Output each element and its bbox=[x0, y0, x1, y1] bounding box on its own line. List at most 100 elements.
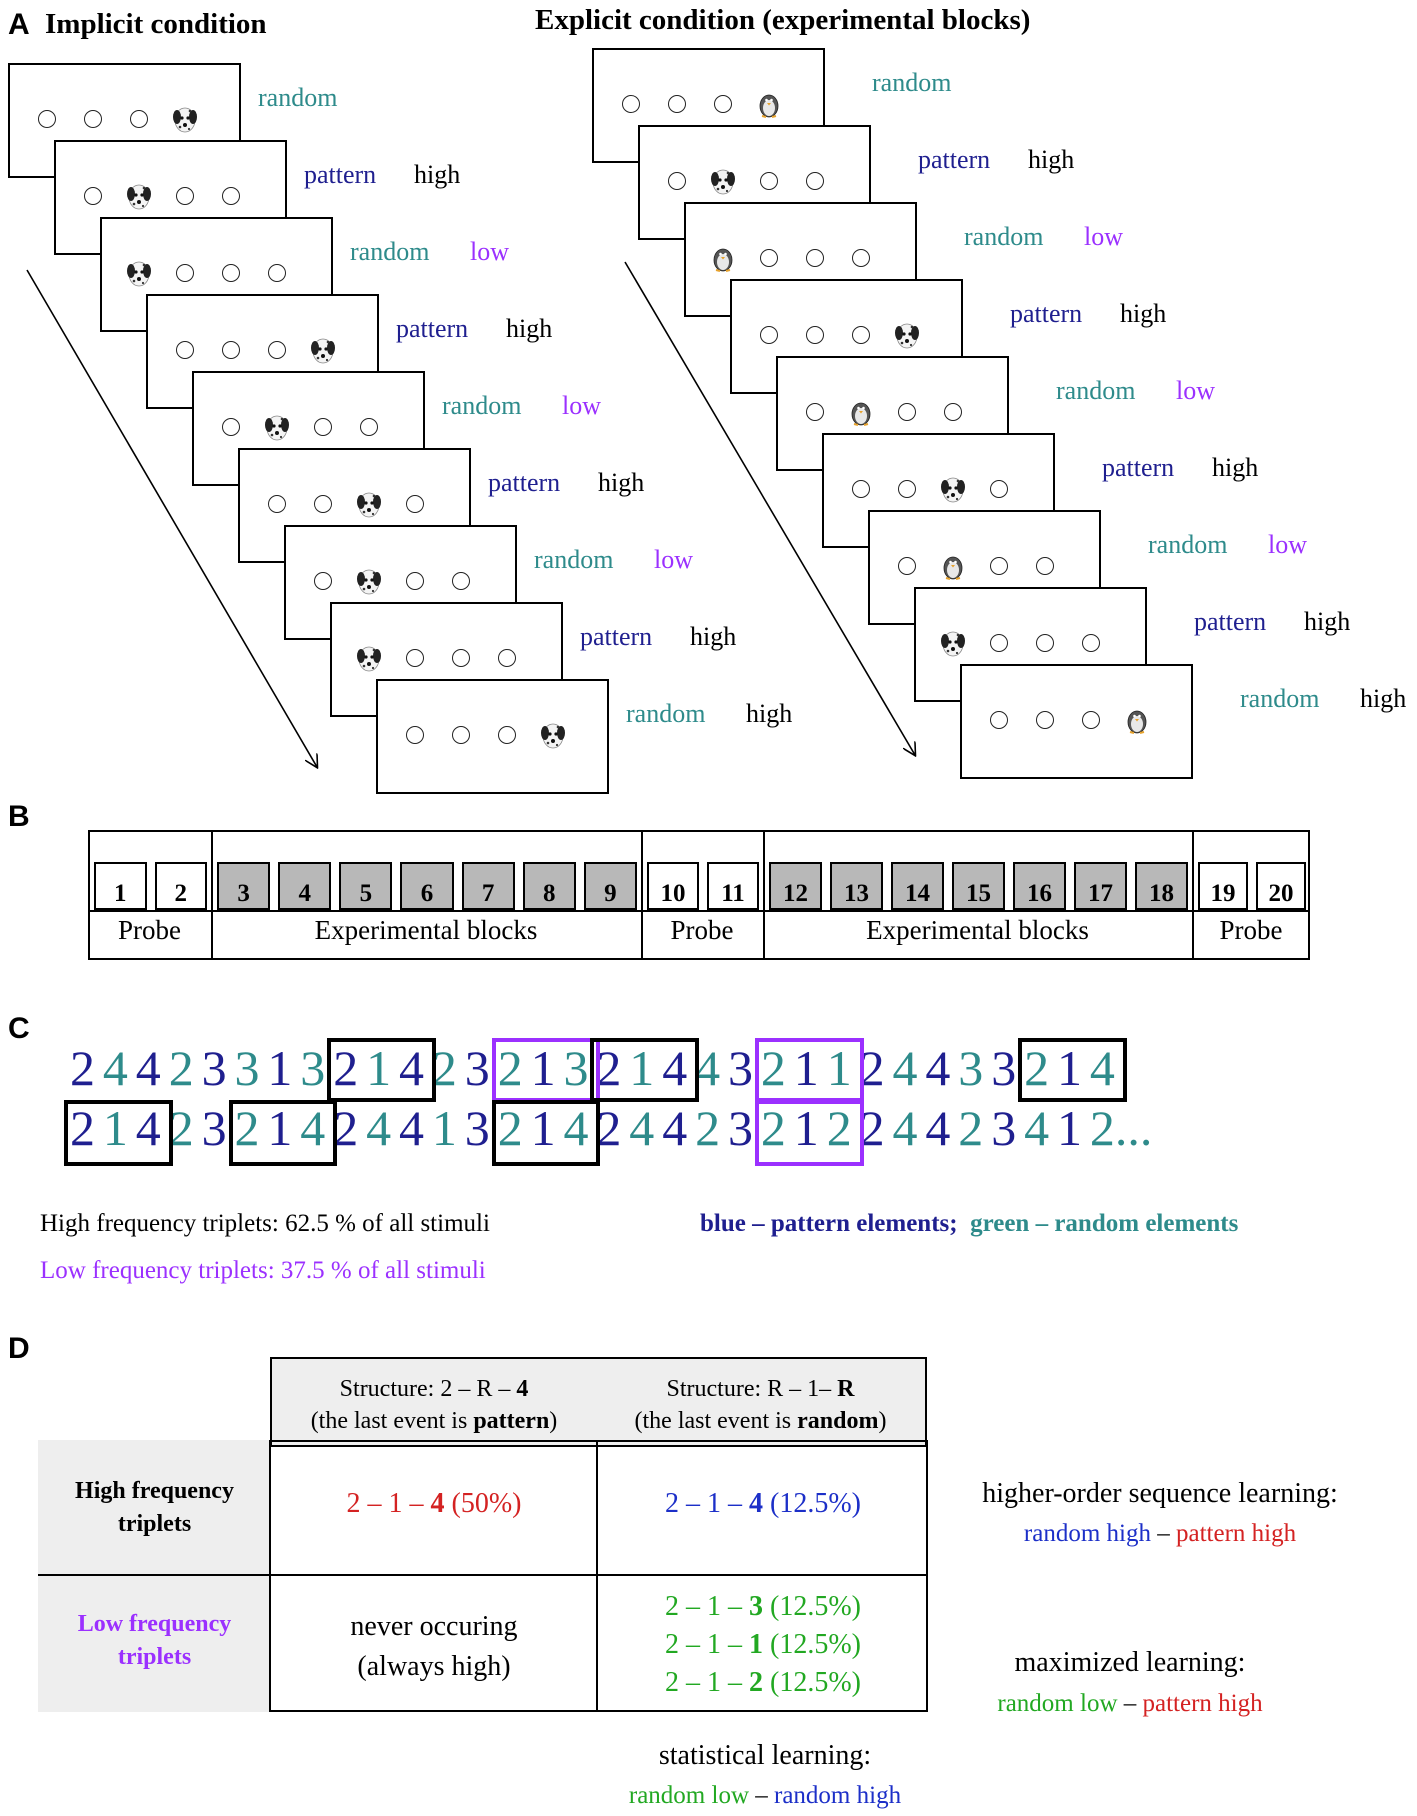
low-frequency-triplet-box bbox=[754, 1038, 864, 1102]
sequence-element: 4 bbox=[925, 1040, 951, 1096]
sequence-element: 4 bbox=[1089, 1040, 1115, 1096]
sequence-element: 3 bbox=[991, 1100, 1017, 1156]
sequence-element: 4 bbox=[135, 1100, 161, 1156]
dalmatian-stimulus-icon bbox=[170, 105, 200, 135]
trial-type-label: random bbox=[1148, 530, 1228, 559]
empty-circle-slot bbox=[852, 249, 870, 267]
triplet-frequency-label: high bbox=[1304, 607, 1351, 636]
sequence-element: 1 bbox=[366, 1040, 392, 1096]
empty-circle-slot bbox=[498, 726, 516, 744]
trial-type-label: random bbox=[626, 699, 706, 728]
header-pattern-l2a: (the last event is bbox=[310, 1408, 474, 1434]
sequence-element: 3 bbox=[234, 1040, 260, 1096]
empty-circle-slot bbox=[268, 495, 286, 513]
empty-circle-slot bbox=[990, 634, 1008, 652]
empty-circle-slot bbox=[1082, 634, 1100, 652]
empty-circle-slot bbox=[176, 341, 194, 359]
header-pattern-l1: Structure: 2 – R – bbox=[339, 1376, 517, 1402]
high-frequency-triplet-box bbox=[228, 1100, 338, 1166]
sequence-element: 1 bbox=[1057, 1040, 1082, 1096]
header-pattern-structure: Structure: 2 – R – 4 (the last event is … bbox=[270, 1357, 598, 1447]
stat-a: random low bbox=[628, 1782, 750, 1809]
cell-high-random-b: 4 bbox=[749, 1488, 763, 1519]
triplet-frequency-label: low bbox=[470, 237, 509, 266]
sequence-element: 4 bbox=[662, 1040, 688, 1096]
experimental-block: 9 bbox=[583, 862, 637, 910]
probe-block: 19 bbox=[1198, 862, 1248, 910]
group-divider bbox=[211, 830, 213, 960]
group-divider bbox=[763, 830, 765, 960]
lr2-b: 1 bbox=[749, 1629, 763, 1660]
cell-high-pattern-c: (50%) bbox=[444, 1488, 522, 1519]
empty-circle-slot bbox=[406, 495, 424, 513]
experimental-block: 15 bbox=[952, 862, 1005, 910]
experimental-block: 16 bbox=[1013, 862, 1066, 910]
triplet-frequency-label: low bbox=[1268, 530, 1307, 559]
empty-circle-slot bbox=[222, 264, 240, 282]
sequence-element: 3 bbox=[958, 1040, 984, 1096]
sequence-element: 4 bbox=[1024, 1100, 1050, 1156]
sequence-element: 4 bbox=[892, 1100, 918, 1156]
empty-circle-slot bbox=[806, 326, 824, 344]
triplet-frequency-label: high bbox=[598, 468, 645, 497]
sequence-element: 3 bbox=[464, 1100, 490, 1156]
probe-block: 2 bbox=[154, 862, 207, 910]
lr3-c: (12.5%) bbox=[763, 1667, 861, 1698]
sequence-element: 2 bbox=[497, 1100, 523, 1156]
empty-circle-slot bbox=[268, 341, 286, 359]
dalmatian-stimulus-icon bbox=[262, 413, 292, 443]
empty-circle-slot bbox=[222, 418, 240, 436]
empty-circle-slot bbox=[760, 249, 778, 267]
dalmatian-stimulus-icon bbox=[124, 182, 154, 212]
sequence-element: 1 bbox=[793, 1040, 819, 1096]
trial-type-label: pattern bbox=[1102, 453, 1175, 482]
probe-label: Probe bbox=[670, 915, 734, 945]
dalmatian-stimulus-icon bbox=[308, 336, 338, 366]
trial-type-label: random bbox=[964, 222, 1044, 251]
header-random-l1-bold: R bbox=[837, 1376, 855, 1402]
trial-type-label: random bbox=[258, 83, 338, 112]
lr2-a: 2 – 1 – bbox=[665, 1629, 749, 1660]
sequence-element: 2... bbox=[1089, 1100, 1153, 1156]
high-frequency-triplet-box bbox=[590, 1038, 700, 1102]
label-divider bbox=[88, 910, 1310, 912]
max-dash: – bbox=[1117, 1690, 1143, 1717]
sequence-element: 4 bbox=[629, 1100, 655, 1156]
sequence-element: 2 bbox=[859, 1100, 885, 1156]
explicit-screen bbox=[960, 664, 1193, 779]
cell-low-pattern-l1: never occuring bbox=[350, 1611, 518, 1642]
sequence-element: 2 bbox=[826, 1100, 852, 1156]
sequence-element: 1 bbox=[530, 1100, 556, 1156]
dalmatian-stimulus-icon bbox=[708, 167, 738, 197]
triplet-frequency-label: low bbox=[562, 391, 601, 420]
sequence-element: 4 bbox=[925, 1100, 951, 1156]
stat-learning-title: statistical learning: bbox=[658, 1740, 872, 1771]
empty-circle-slot bbox=[314, 495, 332, 513]
header-pattern-l2b: ) bbox=[549, 1408, 558, 1434]
trial-type-label: pattern bbox=[396, 314, 469, 343]
header-random-structure: Structure: R – 1– R (the last event is r… bbox=[596, 1357, 927, 1447]
cell-high-pattern-a: 2 – 1 – bbox=[346, 1488, 431, 1519]
row-label-high: High frequency triplets bbox=[75, 1478, 234, 1537]
sequence-element: 2 bbox=[859, 1040, 885, 1096]
probe-label: Probe bbox=[1219, 915, 1283, 945]
row-divider bbox=[38, 1574, 928, 1576]
penguin-stimulus-icon bbox=[938, 552, 968, 582]
empty-circle-slot bbox=[898, 557, 916, 575]
experimental-block: 3 bbox=[217, 862, 271, 910]
experimental-block: 12 bbox=[769, 862, 822, 910]
cell-low-random-2: 2 – 1 – 1 (12.5%) bbox=[598, 1626, 928, 1664]
empty-circle-slot bbox=[406, 649, 424, 667]
sequence-element: 3 bbox=[201, 1040, 227, 1096]
triplet-frequency-label: high bbox=[690, 622, 737, 651]
cell-low-random-1: 2 – 1 – 3 (12.5%) bbox=[598, 1588, 928, 1626]
implicit-title: Implicit condition bbox=[45, 8, 267, 40]
empty-circle-slot bbox=[84, 110, 102, 128]
sequence-element: 4 bbox=[102, 1040, 128, 1096]
empty-circle-slot bbox=[760, 326, 778, 344]
sequence-element: 3 bbox=[563, 1040, 589, 1096]
sequence-element: 3 bbox=[728, 1040, 753, 1096]
triplet-frequency-label: low bbox=[654, 545, 693, 574]
sequence-element: 2 bbox=[596, 1100, 622, 1156]
